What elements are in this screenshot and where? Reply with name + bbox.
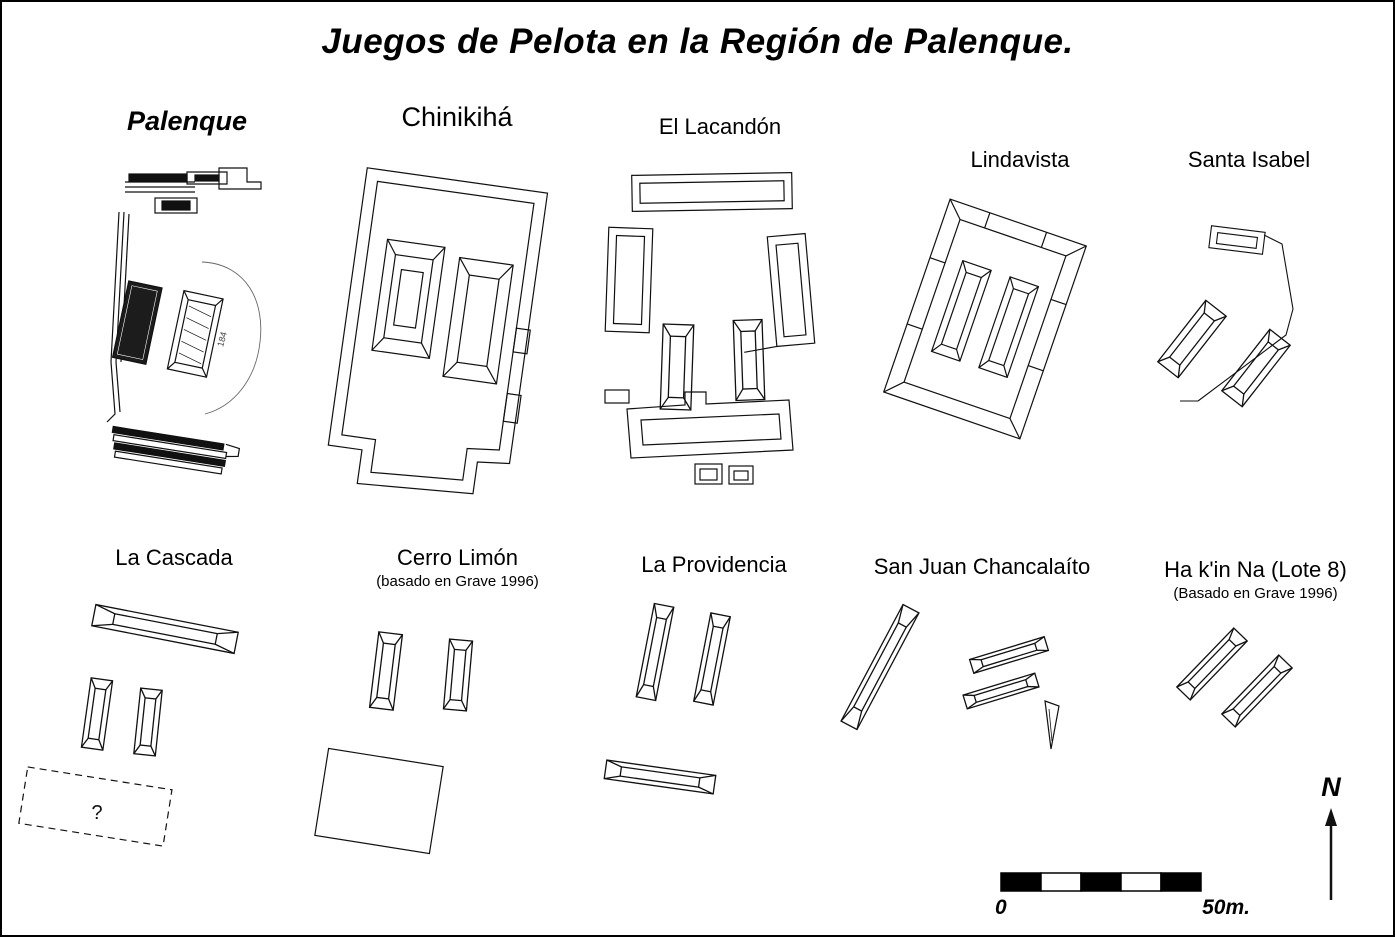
scale-bar-zero-label: 0 <box>995 896 1007 919</box>
site-plan-cerro-limon <box>307 617 542 862</box>
figure-title: Juegos de Pelota en la Región de Palenqu… <box>321 22 1074 61</box>
site-label-cerro-limon-text: Cerro Limón <box>396 545 519 570</box>
uncertain-structure-label: ? <box>91 802 102 824</box>
site-subtitle-ha-kin-na: (Basado en Grave 1996) <box>1173 585 1338 602</box>
santa-isabel-plan-drawing <box>1157 225 1294 408</box>
site-label-chinikiha: Chinikihá <box>401 102 513 132</box>
site-label-san-juan-chancalaito: San Juan Chancalaíto <box>873 554 1091 579</box>
site-plan-lindavista <box>867 187 1102 457</box>
site-label-lindavista: Lindavista <box>970 147 1070 172</box>
site-label-cerro-limon: Cerro Limón (basado en Grave 1996) <box>360 545 555 590</box>
site-label-la-providencia: La Providencia <box>641 552 787 577</box>
palenque-plan-drawing: 184 <box>106 167 262 475</box>
scale-bar-graphic <box>1000 872 1202 892</box>
site-plan-el-lacandon <box>597 162 822 492</box>
site-plan-ha-kin-na <box>1162 612 1327 787</box>
site-label-el-lacandon: El Lacandón <box>658 114 782 139</box>
site-plan-chinikiha <box>307 152 557 522</box>
site-plan-san-juan-chancalaito <box>827 597 1072 777</box>
el-lacandon-plan-drawing <box>604 171 816 485</box>
site-plan-la-cascada: ? <box>17 587 277 852</box>
la-providencia-plan-drawing <box>603 602 731 795</box>
north-arrow: N <box>1302 772 1360 904</box>
scale-bar-distance-label: 50m. <box>1202 896 1250 919</box>
ha-kin-na-plan-drawing <box>1176 627 1293 728</box>
site-label-ha-kin-na-text: Ha k'in Na (Lote 8) <box>1164 557 1347 582</box>
lindavista-plan-drawing <box>882 198 1088 440</box>
scale-bar: 0 50m. <box>995 870 1250 920</box>
la-cascada-plan-drawing: ? <box>18 603 240 847</box>
site-plan-la-providencia <box>592 597 802 812</box>
north-label: N <box>1321 772 1341 802</box>
north-arrow-icon <box>1325 808 1337 900</box>
site-label-palenque: Palenque <box>126 106 248 136</box>
site-subtitle-cerro-limon: (basado en Grave 1996) <box>376 573 539 590</box>
site-label-santa-isabel: Santa Isabel <box>1187 147 1311 172</box>
site-label-la-cascada: La Cascada <box>115 545 233 570</box>
chinikiha-plan-drawing <box>327 167 549 495</box>
contour-elevation-label: 184 <box>215 331 229 348</box>
site-label-ha-kin-na: Ha k'in Na (Lote 8) (Basado en Grave 199… <box>1148 557 1363 602</box>
cerro-limon-plan-drawing <box>314 631 473 855</box>
site-plan-santa-isabel <box>1142 217 1327 422</box>
site-plan-palenque: 184 <box>67 162 277 492</box>
san-juan-chancalaito-plan-drawing <box>840 603 1060 750</box>
